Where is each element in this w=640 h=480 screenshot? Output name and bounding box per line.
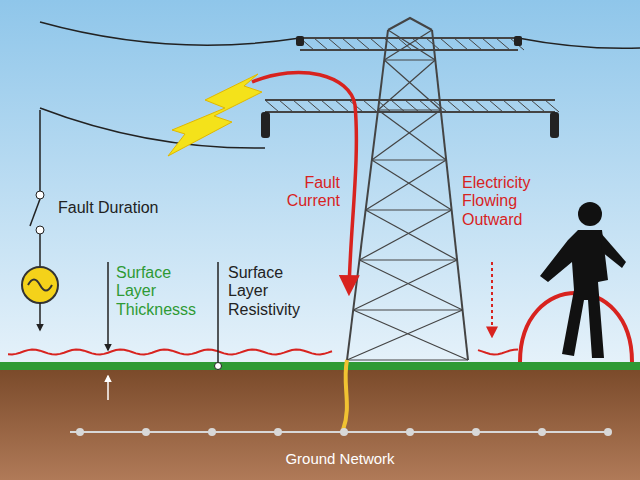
person-silhouette (540, 202, 626, 358)
switch-blade (30, 199, 40, 226)
conductor-wire (518, 38, 640, 48)
lightning-bolt (168, 74, 262, 156)
label-text: Fault Current (287, 174, 340, 211)
transmission-tower (265, 18, 559, 360)
sky (0, 0, 640, 368)
conductor-wire (40, 22, 300, 45)
circuit-wire (39, 110, 41, 191)
ground-lead (39, 303, 41, 330)
surface-current (478, 350, 518, 355)
soil (0, 368, 640, 480)
label-text: Surface Layer Resistivity (228, 264, 300, 319)
source-symbol (22, 267, 58, 303)
leader-line (217, 262, 219, 364)
sine-symbol (28, 280, 52, 291)
ground-grid-node (76, 428, 612, 436)
label-text: Electricity Flowing Outward (462, 174, 530, 229)
label-text: Ground Network (285, 450, 394, 467)
label-text: Fault Duration (58, 199, 159, 217)
conductor-wire (40, 108, 265, 148)
label-text: Surface Layer Thicknesss (116, 264, 196, 319)
circuit-wire (39, 234, 41, 266)
switch-contact (36, 191, 44, 199)
dimension-arrow (107, 262, 109, 350)
dimension-arrow (107, 376, 109, 400)
grass-surface (0, 362, 640, 370)
flow-arrow (491, 262, 493, 336)
insulator (261, 36, 559, 138)
ground-conductor (343, 360, 347, 430)
leader-dot (215, 363, 222, 370)
switch-contact (36, 226, 44, 234)
surface-current (8, 350, 332, 355)
fault-current-arrow (252, 72, 356, 292)
